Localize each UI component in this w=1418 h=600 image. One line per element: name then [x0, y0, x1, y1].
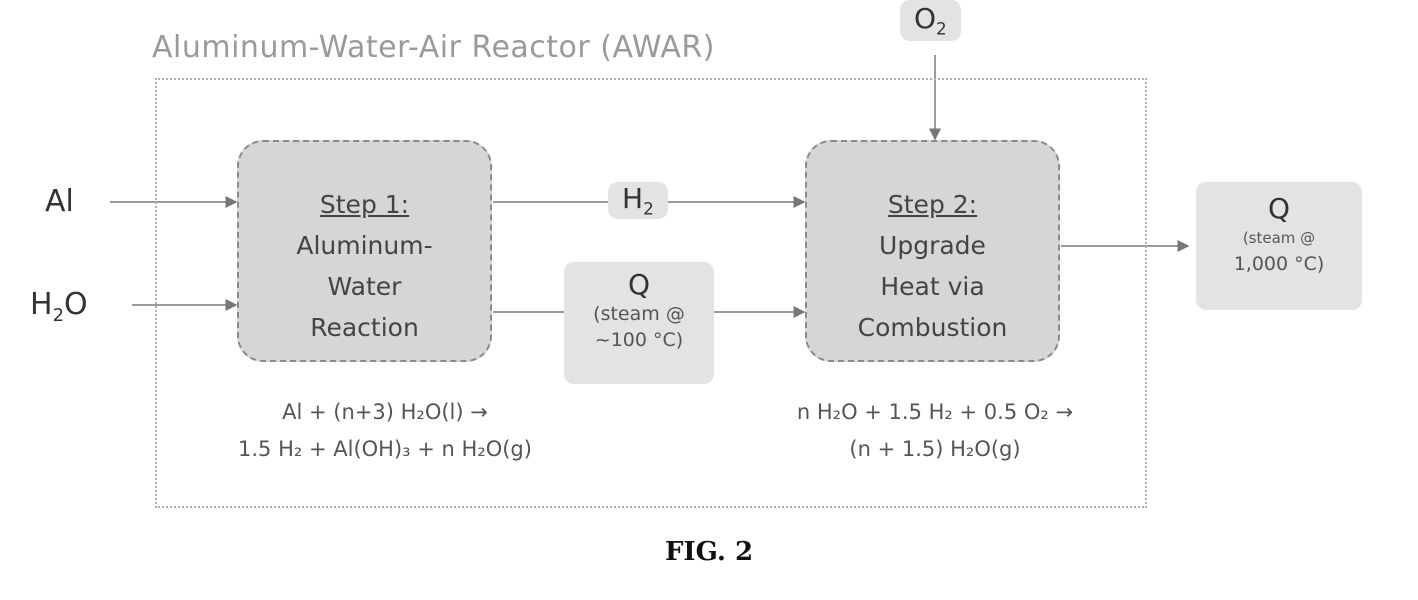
q-output-detail-2: 1,000 °C) — [1196, 251, 1362, 277]
q-intermediate-label: Q — [564, 268, 714, 301]
q-output-label: Q — [1196, 192, 1362, 225]
step2-line-3: Combustion — [807, 307, 1058, 348]
step1-equation-line-1: Al + (n+3) H₂O(l) → — [235, 394, 535, 431]
step1-equation: Al + (n+3) H₂O(l) → 1.5 H₂ + Al(OH)₃ + n… — [235, 394, 535, 468]
reactor-title: Aluminum-Water-Air Reactor (AWAR) — [152, 30, 715, 65]
water-input-label: H2O — [30, 287, 88, 326]
al-input-label: Al — [45, 184, 74, 219]
step1-line-2: Water — [239, 266, 490, 307]
step1-equation-line-2: 1.5 H₂ + Al(OH)₃ + n H₂O(g) — [235, 431, 535, 468]
step2-equation-line-1: n H₂O + 1.5 H₂ + 0.5 O₂ → — [755, 394, 1115, 431]
step2-line-1: Upgrade — [807, 225, 1058, 266]
step2-box: Step 2: Upgrade Heat via Combustion — [805, 140, 1060, 362]
step1-heading: Step 1: — [239, 184, 490, 225]
h2-intermediate-label: H2 — [608, 182, 668, 219]
step1-line-1: Aluminum- — [239, 225, 490, 266]
q-intermediate-detail-1: (steam @ — [564, 301, 714, 327]
figure-caption: FIG. 2 — [0, 537, 1418, 567]
step1-line-3: Reaction — [239, 307, 490, 348]
step2-line-2: Heat via — [807, 266, 1058, 307]
q-intermediate-detail-2: ~100 °C) — [564, 327, 714, 353]
step1-box: Step 1: Aluminum- Water Reaction — [237, 140, 492, 362]
step2-equation-line-2: (n + 1.5) H₂O(g) — [755, 431, 1115, 468]
q-intermediate-group: Q (steam @ ~100 °C) — [564, 262, 714, 384]
oxygen-input-label: O2 — [900, 0, 961, 41]
step2-heading: Step 2: — [807, 184, 1058, 225]
step2-equation: n H₂O + 1.5 H₂ + 0.5 O₂ → (n + 1.5) H₂O(… — [755, 394, 1115, 468]
q-output-group: Q (steam @ 1,000 °C) — [1196, 182, 1362, 310]
q-output-detail-1: (steam @ — [1196, 225, 1362, 251]
